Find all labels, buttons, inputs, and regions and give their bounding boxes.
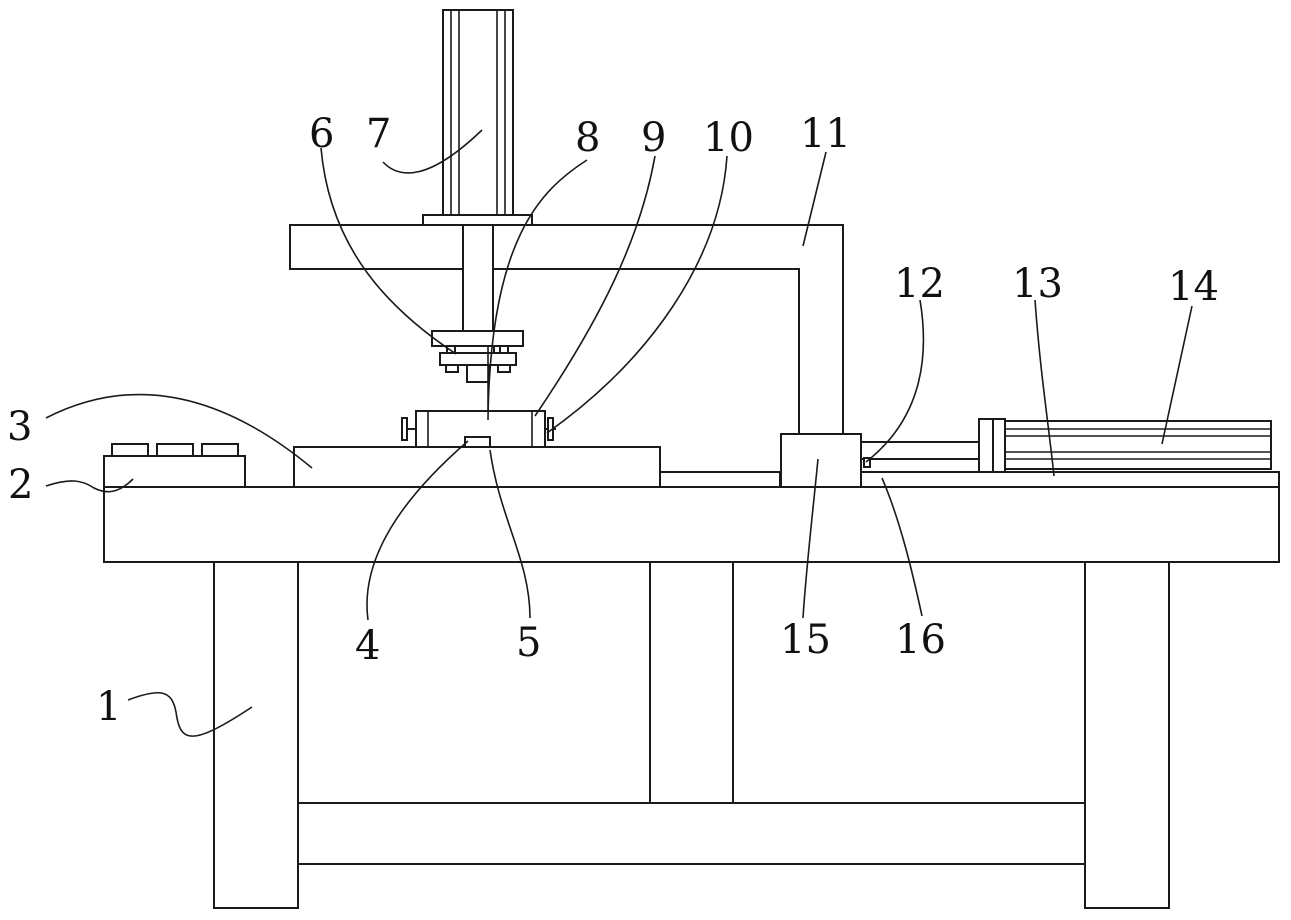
rod-connector bbox=[863, 457, 871, 468]
table-leg-middle bbox=[649, 561, 734, 804]
slider-block bbox=[780, 433, 862, 488]
leader-14 bbox=[1161, 305, 1193, 445]
leader-10 bbox=[546, 155, 728, 434]
control-box bbox=[103, 443, 246, 488]
label-4: 4 bbox=[355, 623, 380, 669]
cylinder-end-cap bbox=[992, 418, 1006, 473]
press-upper-plate bbox=[431, 330, 524, 347]
base-plate bbox=[293, 446, 661, 488]
label-16: 16 bbox=[895, 617, 946, 663]
label-9: 9 bbox=[641, 115, 666, 161]
press-bolt bbox=[446, 345, 456, 354]
label-15: 15 bbox=[780, 617, 831, 663]
leader-7 bbox=[382, 129, 483, 174]
reference-numerals: 1 2 3 4 5 6 7 8 9 10 11 12 13 14 15 16 bbox=[7, 111, 1219, 730]
press-nut bbox=[445, 364, 459, 373]
push-rod bbox=[861, 441, 978, 468]
press-head bbox=[431, 330, 524, 410]
leader-4 bbox=[366, 440, 469, 621]
leader-9 bbox=[534, 155, 656, 417]
control-box-body bbox=[103, 455, 246, 488]
press-bolt bbox=[493, 345, 501, 354]
piston-rod bbox=[462, 224, 494, 332]
horizontal-cylinder bbox=[978, 418, 1272, 473]
leader-6 bbox=[320, 147, 457, 355]
label-7: 7 bbox=[366, 111, 391, 157]
leader-12 bbox=[865, 299, 925, 463]
table-leg-right bbox=[1084, 561, 1170, 909]
press-nut bbox=[497, 364, 511, 373]
gantry-arm bbox=[289, 224, 844, 435]
leader-2 bbox=[45, 478, 134, 493]
rail-strip-right bbox=[860, 471, 1280, 488]
rail-strip bbox=[659, 471, 781, 488]
label-11: 11 bbox=[800, 111, 851, 157]
leader-8 bbox=[487, 159, 588, 421]
press-lower-plate bbox=[439, 352, 517, 366]
leader-16 bbox=[881, 477, 923, 617]
leader-1 bbox=[127, 692, 253, 737]
cylinder-body bbox=[442, 9, 514, 216]
leader-15 bbox=[802, 458, 819, 619]
label-5: 5 bbox=[516, 620, 541, 666]
cylinder-flange bbox=[422, 214, 533, 226]
leader-13 bbox=[1034, 299, 1055, 477]
label-13: 13 bbox=[1012, 261, 1063, 307]
press-bolt bbox=[499, 345, 509, 354]
label-12: 12 bbox=[894, 261, 945, 307]
table-crossbar bbox=[297, 802, 1086, 865]
label-6: 6 bbox=[309, 111, 334, 157]
leader-3 bbox=[45, 393, 313, 469]
press-tip bbox=[466, 364, 490, 383]
table-leg-left bbox=[213, 561, 299, 909]
label-1: 1 bbox=[96, 684, 121, 730]
label-8: 8 bbox=[575, 115, 600, 161]
label-2: 2 bbox=[8, 462, 33, 508]
label-14: 14 bbox=[1168, 264, 1219, 310]
clamp-slot bbox=[464, 436, 491, 448]
clamp-screw-left-handle bbox=[401, 417, 408, 441]
clamp-fixture bbox=[401, 410, 556, 448]
table-frame bbox=[103, 486, 1280, 909]
label-3: 3 bbox=[7, 404, 32, 450]
table-top bbox=[103, 486, 1280, 563]
leader-5 bbox=[489, 449, 531, 619]
leader-11 bbox=[802, 151, 827, 247]
control-button-1 bbox=[111, 443, 149, 457]
control-button-2 bbox=[156, 443, 194, 457]
leader-lines bbox=[45, 129, 1193, 737]
vertical-cylinder bbox=[422, 9, 533, 332]
label-10: 10 bbox=[703, 115, 754, 161]
control-button-3 bbox=[201, 443, 239, 457]
